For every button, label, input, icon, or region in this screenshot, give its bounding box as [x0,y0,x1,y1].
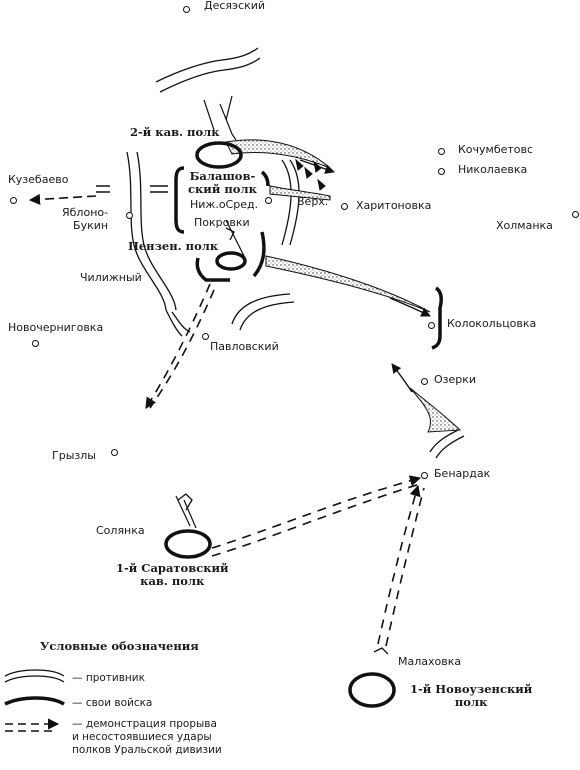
place-label: Десяэский [204,0,266,12]
place-label: Грызлы [52,449,96,462]
place-label: Николаевка [458,163,528,176]
settlement-marker [421,378,428,385]
settlement-marker [572,211,579,218]
settlement-marker [438,148,445,155]
place-label: Малаховка [398,655,462,668]
settlement-marker [428,322,435,329]
legend-symbols [4,669,65,732]
place-label: Ниж.оСред. [190,198,259,211]
settlement-marker [341,203,348,210]
balashov-route [150,185,168,193]
place-label: Холманка [496,219,553,232]
place-label: Покровки [194,216,250,229]
unit-label: 1-й Саратовский кав. полк [116,561,229,589]
place-label: Яблоно- Букин [62,206,109,232]
unit-label: 1-й Новоузенский полк [410,682,533,710]
place-label: Бенардак [434,467,491,480]
enemy-lines [175,95,245,529]
own-troops [164,141,443,708]
legend-demo: — демонстрация прорыва и несостоявшиеся … [72,718,222,757]
settlement-marker [421,472,428,479]
place-label: Кузебаево [8,173,69,186]
settlement-marker [126,212,133,219]
place-label: Харитоновка [356,199,432,212]
legend-enemy: — противник [72,672,145,684]
legend-title: Условные обозначения [40,639,199,653]
settlement-marker [32,340,39,347]
cavalry-flags [295,158,326,191]
settlement-marker [10,197,17,204]
place-label: Колокольцовка [447,317,537,330]
place-label: Новочерниговка [8,321,104,334]
place-label: Солянка [96,524,145,537]
kuzebaevo-route [28,185,110,205]
unit-pennants [177,227,389,655]
settlement-marker [111,449,118,456]
place-label: Озерки [434,373,477,386]
rivers [126,47,465,459]
unit-label: Пензен. полк [128,239,219,253]
attack-wedges [225,139,462,433]
place-label: Павловский [210,340,279,353]
settlement-marker [438,168,445,175]
place-label: Верх. [297,195,329,208]
place-label: Кочумбетовс [458,143,534,156]
settlement-marker [183,6,190,13]
legend-own: — свои войска [72,697,153,709]
settlement-marker [265,197,272,204]
demonstration-routes [145,283,425,647]
place-label: Чилижный [80,271,142,284]
unit-label: Балашов- ский полк [188,169,257,197]
settlement-marker [202,333,209,340]
unit-label: 2-й кав. полк [130,125,220,139]
